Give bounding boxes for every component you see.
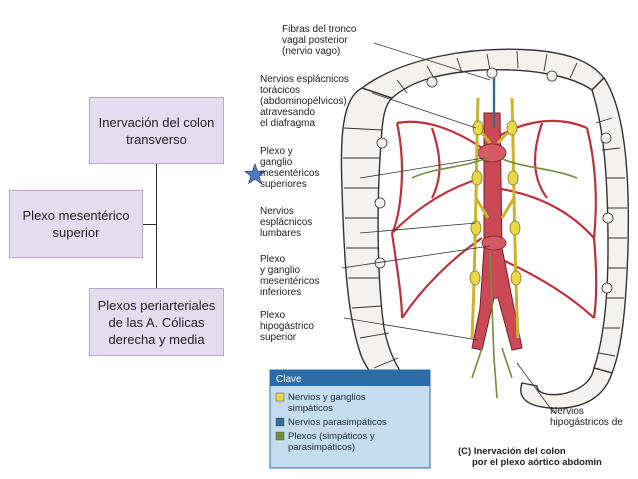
svg-text:esplácnicos: esplácnicos: [260, 217, 312, 228]
svg-text:Nervios: Nervios: [260, 206, 294, 217]
figure-labels: Fibras del tronco vagal posterior (nervi…: [260, 24, 623, 468]
svg-text:(C) Inervación del colon: (C) Inervación del colon: [458, 446, 566, 457]
svg-text:parasimpáticos): parasimpáticos): [288, 442, 355, 453]
concept-box-label: Plexos periarteriales de las A. Cólicas …: [97, 297, 216, 347]
svg-text:Plexo: Plexo: [260, 310, 285, 321]
concept-box-label: Inervación del colon transverso: [98, 114, 215, 147]
svg-text:atravesando: atravesando: [260, 107, 315, 118]
leader-lines: [341, 42, 555, 414]
svg-text:simpáticos: simpáticos: [288, 403, 333, 414]
svg-text:Nervios parasimpáticos: Nervios parasimpáticos: [288, 417, 387, 428]
concept-box-inervacion-colon-transverso: Inervación del colon transverso: [89, 97, 224, 164]
svg-text:mesentéricos: mesentéricos: [260, 276, 319, 287]
key-swatch-parasympathetic: [275, 417, 285, 427]
sympathetic-ganglia: [469, 120, 522, 286]
connector-horizontal: [143, 224, 157, 225]
aorta: [471, 112, 523, 351]
svg-text:vagal posterior: vagal posterior: [282, 35, 348, 46]
colon-innervation-figure: Fibras del tronco vagal posterior (nervi…: [260, 24, 630, 469]
svg-text:lumbares: lumbares: [260, 228, 301, 239]
svg-text:Plexos (simpáticos y: Plexos (simpáticos y: [288, 431, 375, 442]
svg-text:torácicos: torácicos: [260, 85, 300, 96]
svg-text:Nervios y ganglios: Nervios y ganglios: [288, 392, 366, 403]
concept-box-label: Plexo mesentérico superior: [22, 208, 130, 240]
svg-text:inferiores: inferiores: [260, 287, 301, 298]
svg-text:ganglio: ganglio: [260, 157, 293, 168]
star-icon: [244, 163, 266, 185]
svg-text:(nervio vago): (nervio vago): [282, 46, 340, 57]
svg-text:Plexo y: Plexo y: [260, 146, 293, 157]
colon-haustra: [343, 50, 627, 369]
svg-text:Fibras del tronco: Fibras del tronco: [282, 24, 357, 35]
concept-box-plexos-periarteriales: Plexos periarteriales de las A. Cólicas …: [89, 288, 224, 356]
svg-text:el diafragma: el diafragma: [260, 118, 315, 129]
svg-text:por el plexo aórtico abdomin: por el plexo aórtico abdomin: [472, 457, 602, 468]
svg-text:mesentéricos: mesentéricos: [260, 168, 319, 179]
svg-text:superiores: superiores: [260, 179, 307, 190]
key-title: Clave: [276, 374, 302, 385]
svg-text:Nervios esplácnicos: Nervios esplácnicos: [260, 74, 349, 85]
svg-text:Nervios: Nervios: [550, 406, 584, 417]
svg-text:hipogástricos de: hipogástricos de: [550, 417, 623, 428]
svg-text:superior: superior: [260, 332, 297, 343]
svg-text:Plexo: Plexo: [260, 254, 285, 265]
svg-text:(abdominopélvicos): (abdominopélvicos): [260, 96, 347, 107]
key-swatch-sympathetic: [275, 392, 285, 402]
figure-key: Clave Nervios y ganglios simpáticos Nerv…: [269, 369, 431, 469]
concept-box-plexo-mesenterico-superior: Plexo mesentérico superior: [9, 190, 143, 258]
svg-text:y ganglio: y ganglio: [260, 265, 300, 276]
svg-text:hipogástrico: hipogástrico: [260, 321, 314, 332]
key-swatch-plexus: [275, 431, 285, 441]
connector-vertical: [156, 164, 157, 288]
plexus-nerves: [411, 157, 578, 399]
